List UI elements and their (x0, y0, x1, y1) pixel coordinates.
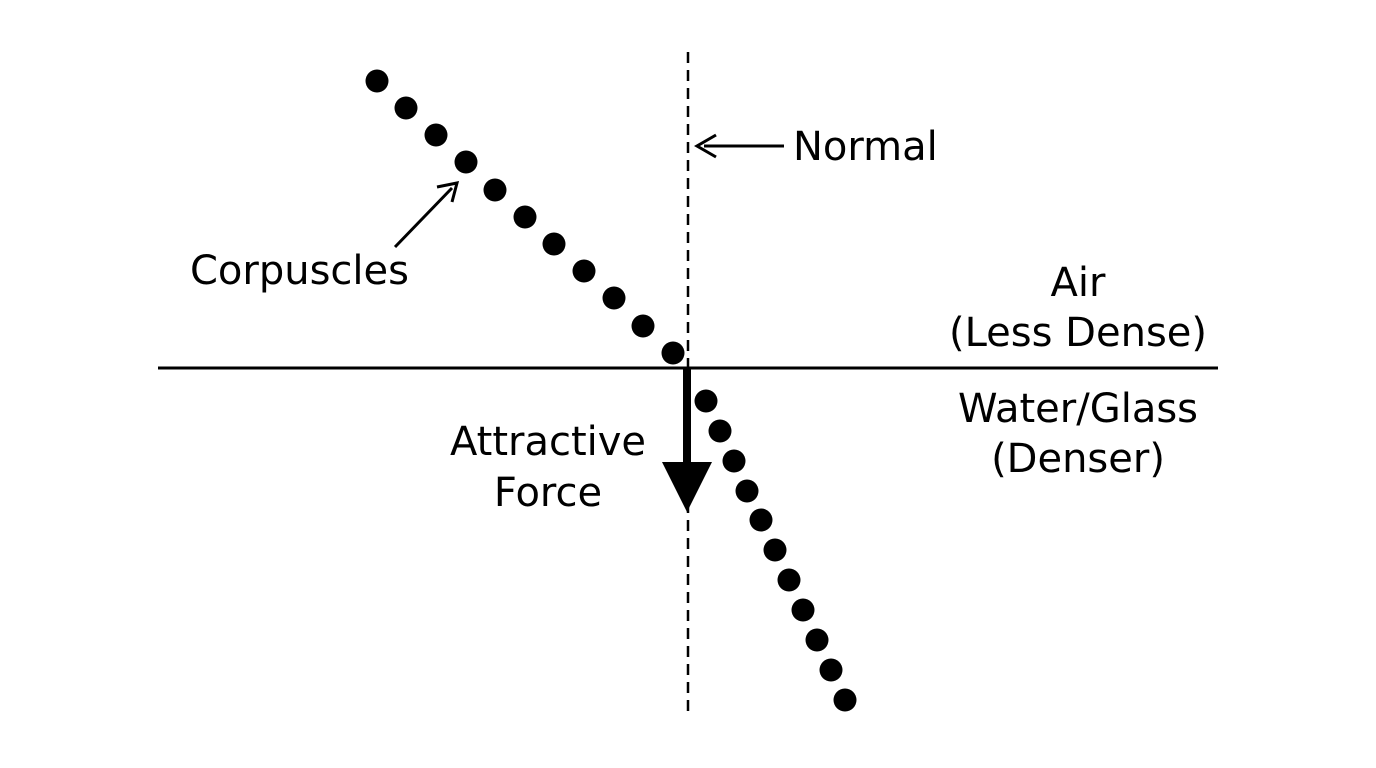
corpuscle (602, 286, 626, 310)
force-label-line2: Force (494, 470, 602, 516)
incident-corpuscles (365, 69, 685, 365)
corpuscle (631, 314, 655, 338)
force-label: Attractive (450, 419, 646, 465)
corpuscle (424, 123, 448, 147)
corpuscle (513, 205, 537, 229)
corpuscles-label: Corpuscles (190, 248, 409, 294)
corpuscle (454, 150, 478, 174)
corpuscle (777, 568, 801, 592)
corpuscle (763, 538, 787, 562)
corpuscle (833, 688, 857, 712)
corpuscle (572, 259, 596, 283)
refracted-corpuscles (694, 389, 857, 712)
corpuscle (661, 341, 685, 365)
air-label: Air (1051, 260, 1106, 306)
medium-density-label: (Denser) (991, 436, 1165, 482)
attractive-force-arrow (662, 368, 712, 512)
corpuscle (791, 598, 815, 622)
medium-label: Water/Glass (958, 386, 1198, 432)
corpuscle (708, 419, 732, 443)
corpuscle (749, 508, 773, 532)
corpuscle (735, 479, 759, 503)
corpuscle (722, 449, 746, 473)
corpuscle (483, 178, 507, 202)
corpuscle (542, 232, 566, 256)
corpuscle (805, 628, 829, 652)
normal-label: Normal (793, 124, 938, 170)
air-density-label: (Less Dense) (949, 310, 1207, 356)
corpuscle (819, 658, 843, 682)
corpuscle (365, 69, 389, 93)
normal-pointer-arrow (694, 133, 784, 159)
corpuscle (394, 96, 418, 120)
corpuscle (694, 389, 718, 413)
corpuscles-pointer-arrow (393, 181, 460, 249)
